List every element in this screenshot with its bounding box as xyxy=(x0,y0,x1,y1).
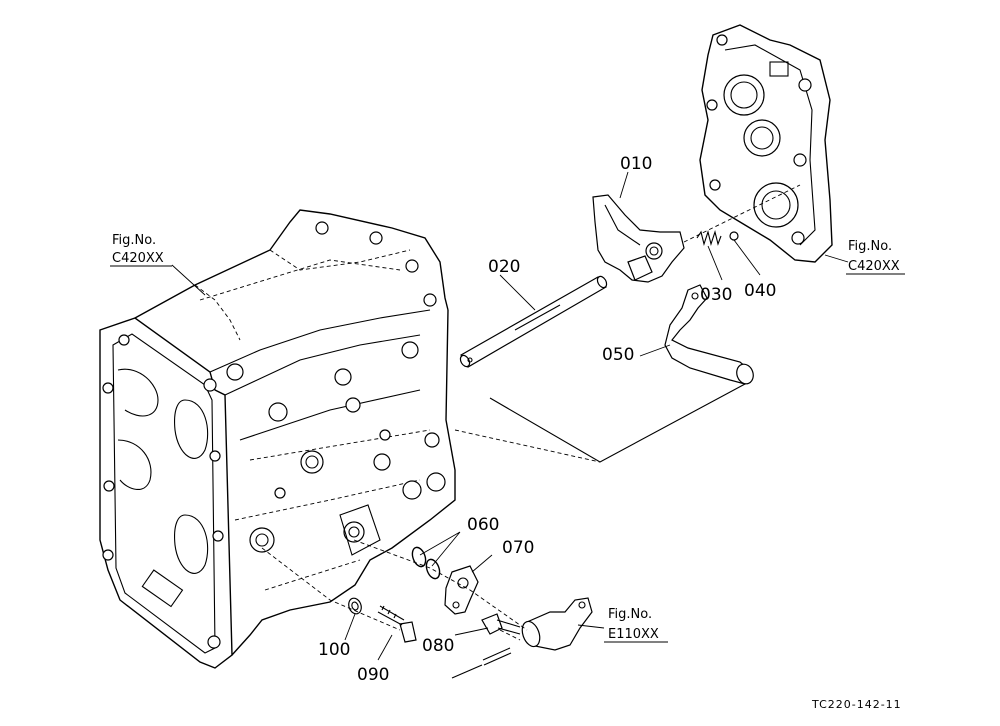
callout-080: 080 xyxy=(422,636,454,656)
callout-060: 060 xyxy=(467,515,499,535)
callout-040: 040 xyxy=(744,281,776,301)
fig-ref-left: Fig.No. C420XX xyxy=(110,233,172,267)
transmission-case xyxy=(99,209,456,669)
o-ring-1 xyxy=(411,546,427,568)
callout-010: 010 xyxy=(620,154,652,174)
ball xyxy=(729,231,739,241)
callout-020: 020 xyxy=(488,257,520,277)
callout-070: 070 xyxy=(502,538,534,558)
bolt-090 xyxy=(377,605,417,643)
callout-030: 030 xyxy=(700,285,732,305)
shift-rod xyxy=(459,275,608,368)
fig-ref-arm: Fig.No. E110XX xyxy=(604,607,668,643)
figure-code: TC220-142-11 xyxy=(811,698,902,711)
shift-arm xyxy=(521,597,593,651)
spring xyxy=(696,230,722,246)
callout-050: 050 xyxy=(602,345,634,365)
fig-ref-right: Fig.No. C420XX xyxy=(846,239,905,275)
pin xyxy=(451,664,483,679)
washer xyxy=(348,597,362,615)
svg-text:Fig.No.: Fig.No. xyxy=(608,607,652,622)
o-ring-2 xyxy=(425,558,441,580)
callout-100: 100 xyxy=(318,640,350,660)
svg-text:E110XX: E110XX xyxy=(608,627,659,642)
svg-text:Fig.No.: Fig.No. xyxy=(848,239,892,254)
shift-lever xyxy=(664,284,754,385)
rear-cover xyxy=(699,24,833,263)
bolt-080 xyxy=(481,613,521,635)
lever-plate xyxy=(444,565,479,615)
svg-text:C420XX: C420XX xyxy=(848,259,900,274)
shift-fork xyxy=(592,194,685,283)
spring-pin xyxy=(482,647,512,666)
svg-text:C420XX: C420XX xyxy=(112,251,164,266)
callout-090: 090 xyxy=(357,665,389,685)
svg-text:Fig.No.: Fig.No. xyxy=(112,233,156,248)
